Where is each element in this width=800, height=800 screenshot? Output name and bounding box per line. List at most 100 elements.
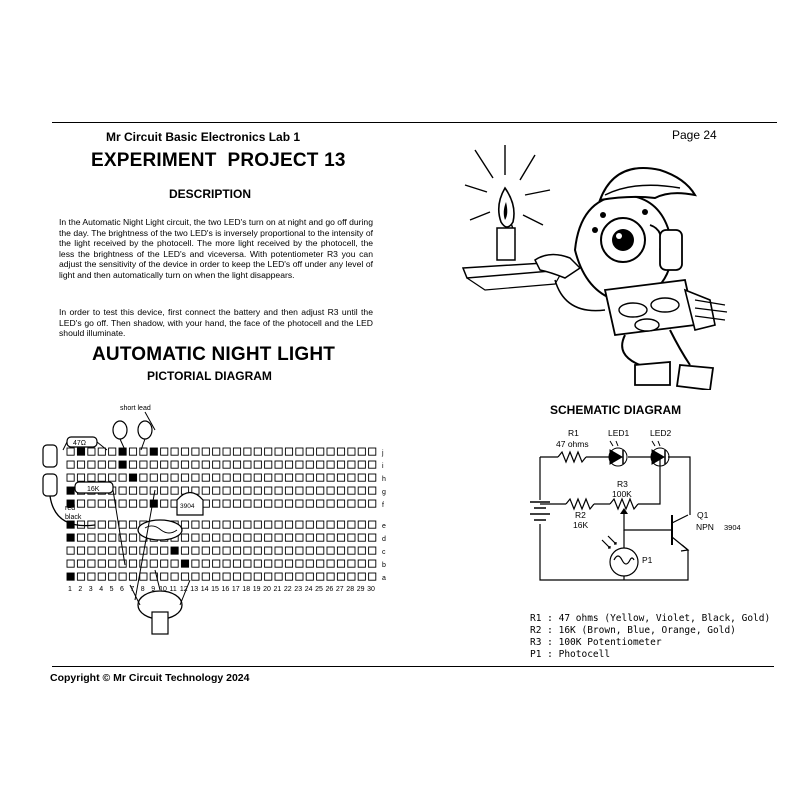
breadboard-hole (264, 473, 273, 482)
breadboard-hole (347, 447, 356, 456)
breadboard-hole (368, 473, 377, 482)
breadboard-hole (222, 546, 231, 555)
column-number: 18 (242, 586, 250, 593)
breadboard-hole (284, 559, 294, 568)
breadboard-hole (357, 486, 366, 495)
breadboard-hole (191, 533, 200, 542)
breadboard-hole (212, 460, 221, 469)
breadboard-hole (316, 473, 325, 482)
breadboard-hole (160, 473, 169, 482)
breadboard-hole (253, 520, 262, 529)
column-number: 3 (89, 586, 93, 593)
breadboard-hole (139, 486, 148, 495)
breadboard-hole (212, 546, 221, 555)
breadboard-hole (128, 460, 138, 469)
breadboard-hole (128, 546, 138, 555)
led2-label: LED2 (650, 428, 672, 438)
breadboard-hole (347, 520, 356, 529)
column-number: 6 (120, 586, 124, 593)
copyright: Copyright © Mr Circuit Technology 2024 (50, 672, 250, 684)
breadboard-hole (149, 473, 158, 482)
breadboard-hole (305, 486, 314, 495)
breadboard-hole (274, 473, 283, 482)
breadboard-hole (76, 546, 86, 555)
breadboard-hole (201, 572, 210, 581)
row-label: b (382, 562, 386, 569)
breadboard-hole (284, 546, 294, 555)
breadboard-hole (76, 447, 86, 456)
breadboard-hole (336, 486, 346, 495)
breadboard-hole (253, 572, 262, 581)
breadboard-hole (212, 572, 221, 581)
breadboard-hole (180, 520, 190, 529)
breadboard-hole (191, 447, 200, 456)
breadboard-hole (118, 447, 127, 456)
breadboard-hole (108, 473, 117, 482)
breadboard-hole (97, 559, 106, 568)
breadboard-hole (305, 533, 314, 542)
breadboard-hole (170, 447, 179, 456)
column-number: 14 (201, 586, 209, 593)
column-number: 17 (232, 586, 240, 593)
lab-title: Mr Circuit Basic Electronics Lab 1 (106, 130, 301, 144)
breadboard-hole (357, 533, 366, 542)
breadboard-hole (336, 572, 346, 581)
breadboard-hole (87, 546, 96, 555)
parts-list-item: R1 : 47 ohms (Yellow, Violet, Black, Gol… (530, 613, 771, 624)
column-number: 1 (68, 586, 72, 593)
breadboard-hole (347, 572, 356, 581)
breadboard-hole (295, 572, 304, 581)
breadboard-hole (264, 546, 273, 555)
breadboard-hole (160, 572, 169, 581)
breadboard-hole (66, 559, 75, 568)
r1-value: 47 ohms (556, 439, 589, 449)
breadboard-hole (97, 473, 106, 482)
breadboard-hole (284, 533, 294, 542)
led1-symbol (608, 440, 628, 467)
breadboard-hole (253, 499, 262, 508)
column-number: 30 (367, 586, 375, 593)
breadboard-hole (284, 447, 294, 456)
breadboard-hole (295, 473, 304, 482)
breadboard-hole (368, 520, 377, 529)
breadboard-hole (128, 520, 138, 529)
breadboard-hole (180, 473, 190, 482)
breadboard-hole (118, 533, 127, 542)
breadboard-hole (170, 473, 179, 482)
breadboard-hole (201, 460, 210, 469)
breadboard-hole (264, 559, 273, 568)
breadboard-hole (180, 546, 190, 555)
breadboard-hole (66, 460, 75, 469)
breadboard-hole (347, 473, 356, 482)
photocell (137, 519, 183, 541)
breadboard-hole (149, 572, 158, 581)
breadboard-hole (347, 460, 356, 469)
breadboard-hole (368, 572, 377, 581)
resistor-16k (74, 481, 114, 494)
breadboard-hole (180, 447, 190, 456)
breadboard-hole (139, 473, 148, 482)
breadboard-hole (170, 460, 179, 469)
breadboard-hole (170, 486, 179, 495)
breadboard-hole (212, 559, 221, 568)
breadboard-hole (108, 572, 117, 581)
breadboard-hole (295, 559, 304, 568)
breadboard-hole (264, 447, 273, 456)
breadboard-hole (232, 447, 242, 456)
breadboard-hole (180, 572, 190, 581)
breadboard-hole (118, 520, 127, 529)
breadboard-hole (243, 447, 252, 456)
breadboard-hole (357, 499, 366, 508)
breadboard-hole (191, 473, 200, 482)
column-number: 20 (263, 586, 271, 593)
column-numbers: 1234567891011121314151617181920212223242… (68, 586, 375, 593)
breadboard-hole (66, 473, 75, 482)
breadboard-hole (97, 460, 106, 469)
column-number: 26 (326, 586, 334, 593)
column-number: 28 (346, 586, 354, 593)
description-paragraph-1: In the Automatic Night Light circuit, th… (59, 217, 373, 280)
breadboard-hole (253, 559, 262, 568)
pictorial-heading: PICTORIAL DIAGRAM (147, 369, 272, 383)
breadboard-hole (243, 499, 252, 508)
wire-red-label: red (65, 505, 75, 512)
